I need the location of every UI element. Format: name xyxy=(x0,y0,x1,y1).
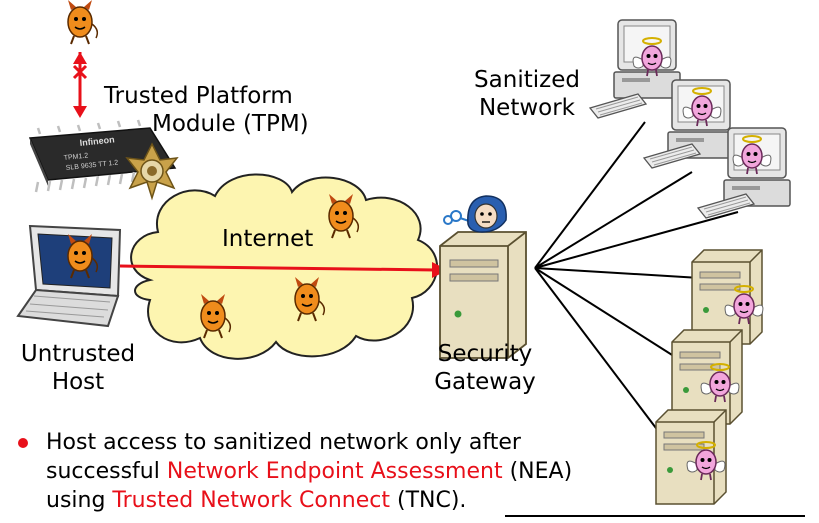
bullet-icon xyxy=(18,438,28,448)
devil-icon xyxy=(67,0,99,45)
gatekeeper-icon xyxy=(443,195,507,233)
security-gateway-server-icon xyxy=(439,231,527,359)
bullet-text: Host access to sanitized network only af… xyxy=(46,428,606,515)
laptop-icon xyxy=(16,224,122,328)
tpm-label-line2: Module (TPM) xyxy=(152,111,309,137)
nea-term: Network Endpoint Assessment xyxy=(166,459,503,484)
tnc-term: Trusted Network Connect xyxy=(112,488,391,513)
sanitized-label-line2: Network xyxy=(478,95,576,121)
security-gateway-label: Security Gateway xyxy=(430,340,540,396)
untrusted-host-label: Untrusted Host xyxy=(18,340,138,396)
sanitized-network-label: Sanitized Network xyxy=(472,66,582,122)
block-x-icon xyxy=(72,64,88,80)
gateway-label-line2: Gateway xyxy=(434,369,536,395)
tpm-label: Trusted Platform Module (TPM) xyxy=(104,82,309,138)
bullet-part1: Host access to sanitized network only af… xyxy=(46,430,521,484)
bullet-part2: (NEA) using xyxy=(46,459,573,513)
desktop-computer-icon xyxy=(589,19,681,119)
footer-rule xyxy=(505,515,805,517)
tpm-label-line1: Trusted Platform xyxy=(104,83,293,109)
bullet-part3: (TNC). xyxy=(390,488,467,513)
internet-label: Internet xyxy=(222,226,314,252)
untrusted-label-line2: Host xyxy=(51,369,105,395)
gateway-label-line1: Security xyxy=(437,341,533,367)
untrusted-label-line1: Untrusted xyxy=(20,341,136,367)
sheriff-badge-icon xyxy=(125,142,179,201)
network-links xyxy=(534,121,739,441)
blocked-attestation-arrow xyxy=(72,52,88,118)
chip-brand: Infineon xyxy=(79,134,115,148)
chip-line1: TPM1.2 xyxy=(63,152,88,162)
sanitized-label-line1: Sanitized xyxy=(474,67,580,93)
